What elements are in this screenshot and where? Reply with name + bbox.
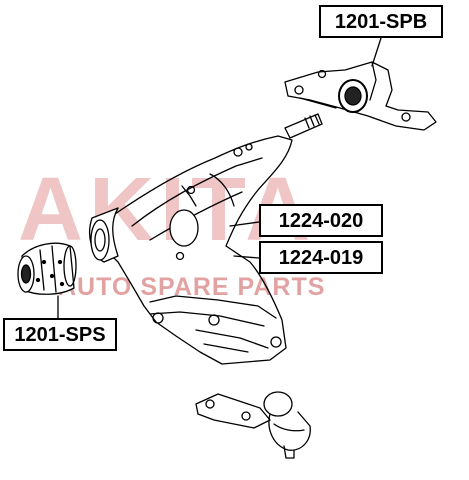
ball-joint xyxy=(195,391,311,459)
lower-control-arm xyxy=(89,113,323,365)
part-label-1224-019: 1224-019 xyxy=(259,241,383,274)
part-label-1201-sps: 1201-SPS xyxy=(3,318,117,351)
watermark-tagline: AUTO SPARE PARTS xyxy=(58,273,326,301)
bushing-sps xyxy=(17,242,77,295)
leader-020 xyxy=(229,221,260,227)
leader-019 xyxy=(233,255,260,259)
part-label-1224-020: 1224-020 xyxy=(259,204,383,237)
bushing-bracket-spb xyxy=(284,61,437,131)
leader-spb xyxy=(371,37,382,67)
part-label-1201-spb: 1201-SPB xyxy=(319,5,443,38)
